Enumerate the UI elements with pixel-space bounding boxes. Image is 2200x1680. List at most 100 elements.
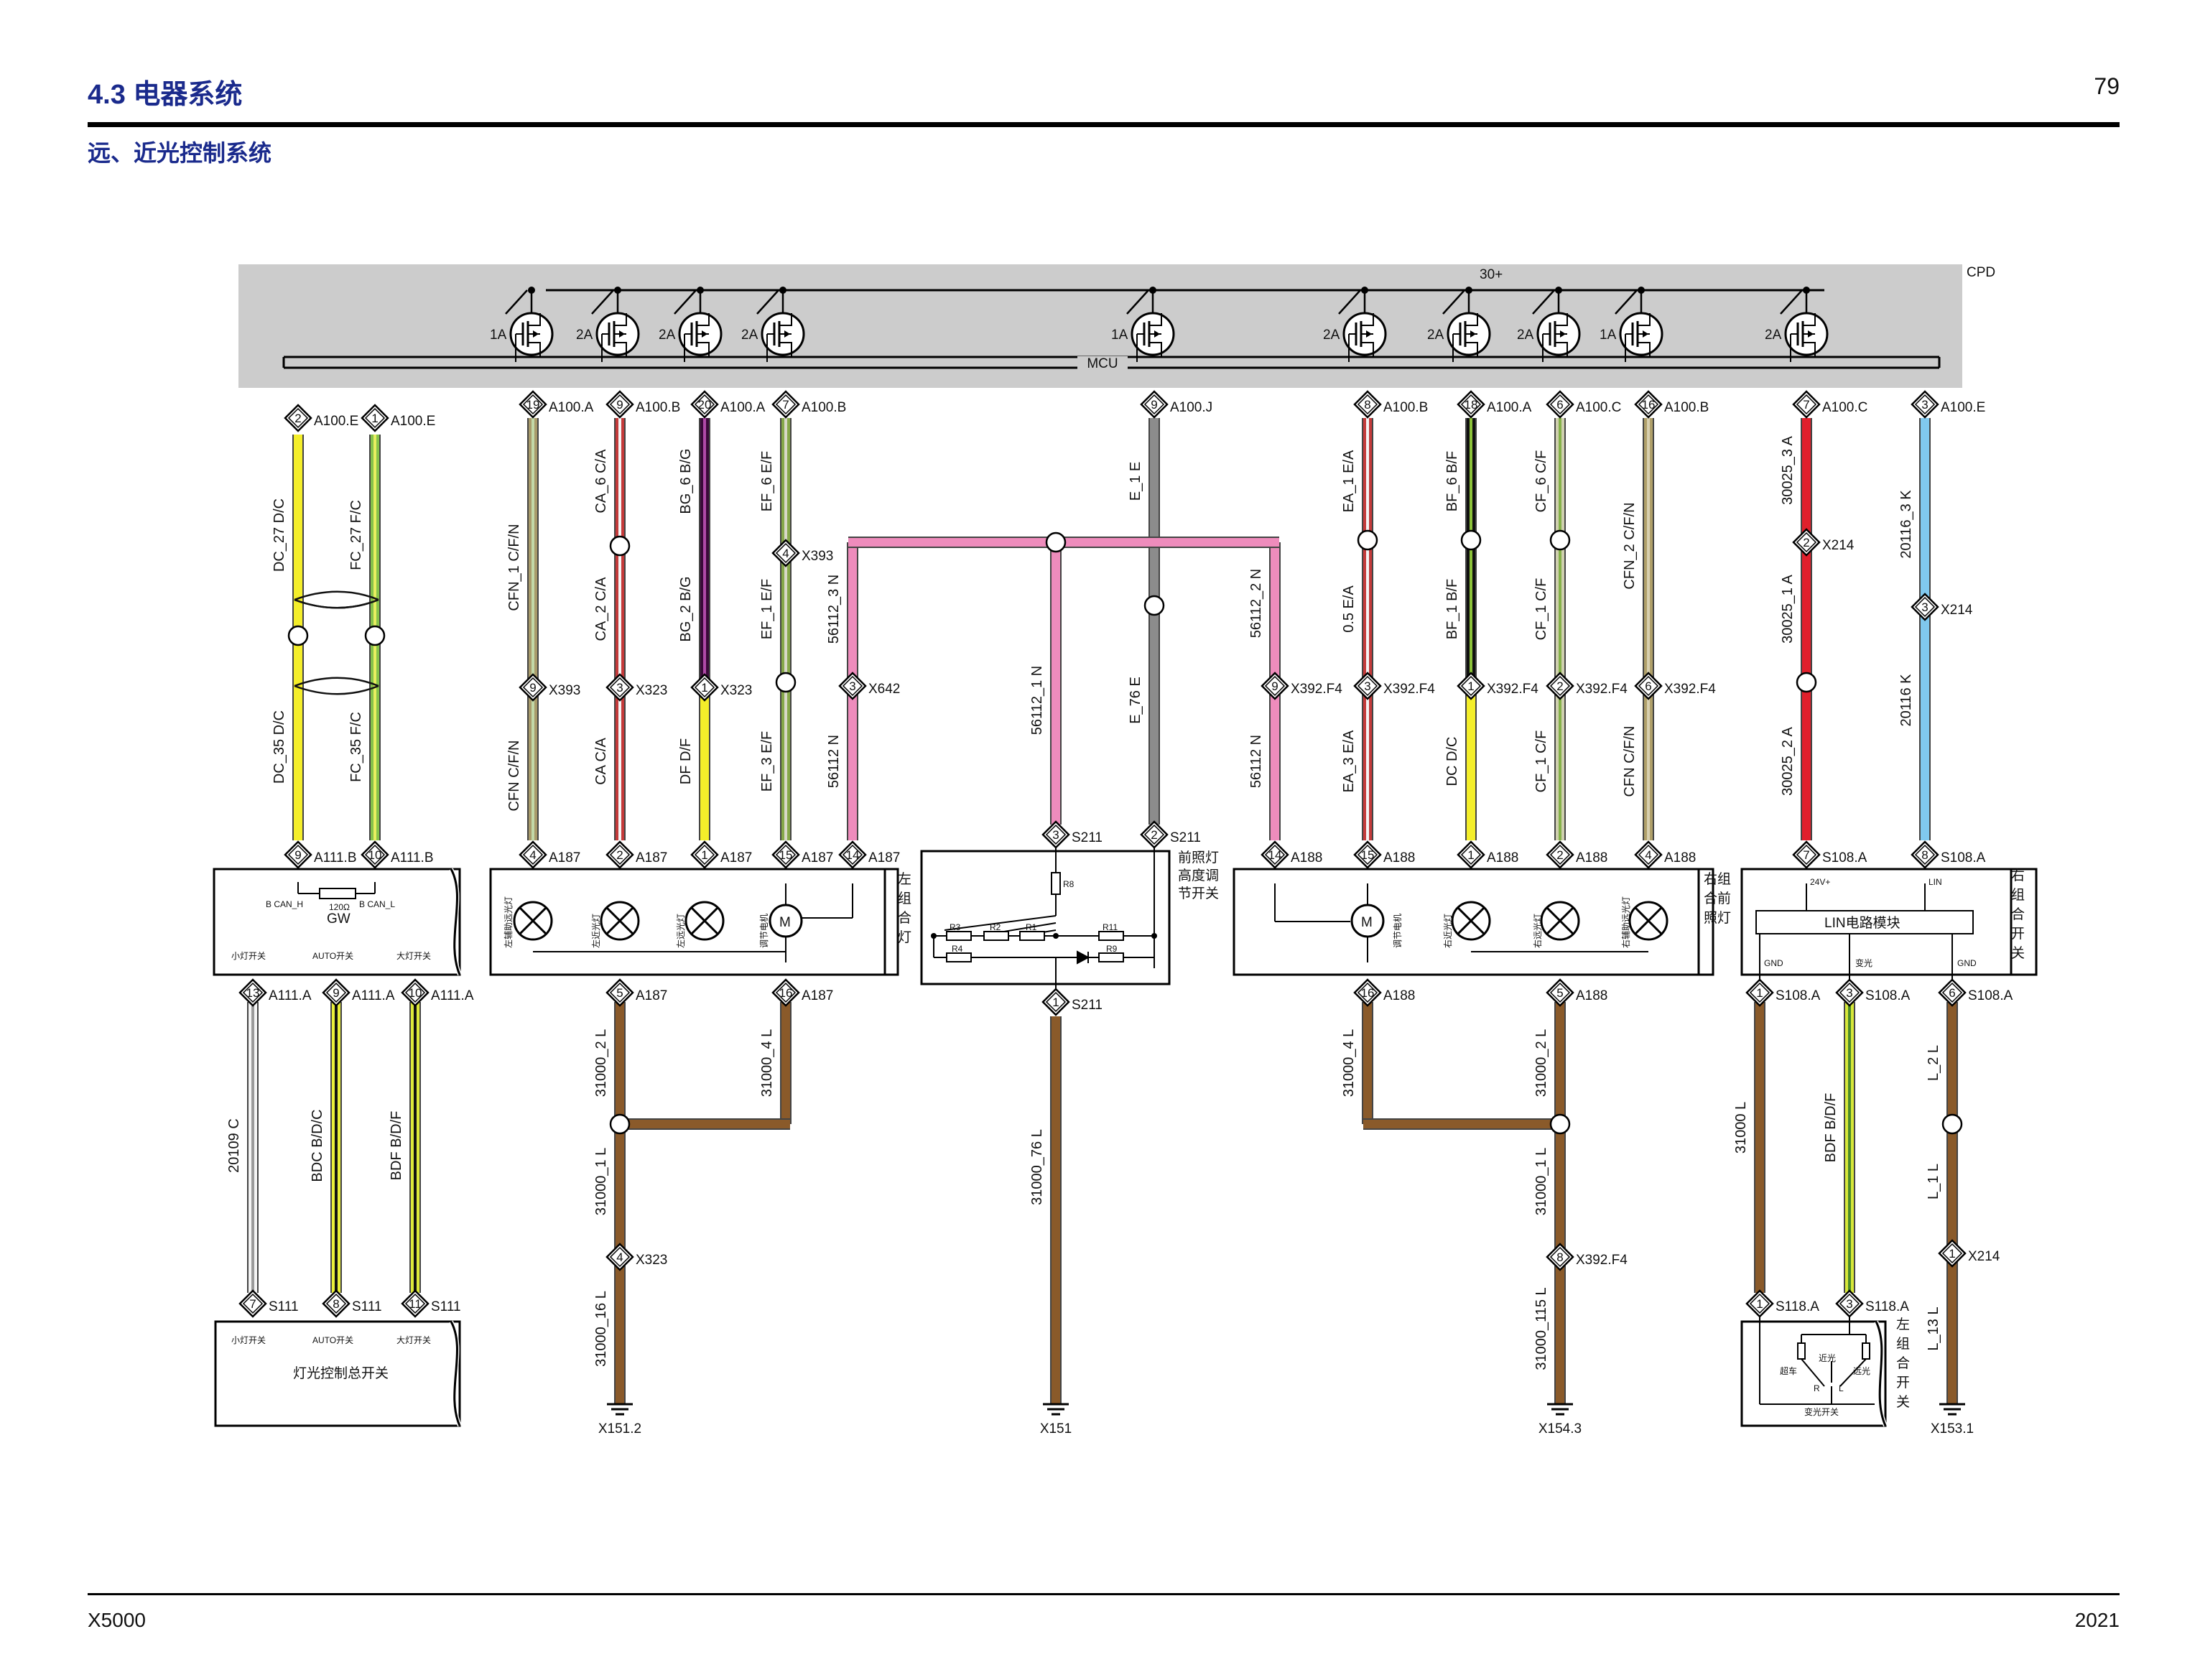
ground-label: X153.1 bbox=[1931, 1421, 1974, 1437]
master-sw-auto: AUTO开关 bbox=[312, 1335, 353, 1345]
wire-label: CF_1 C/F bbox=[1533, 578, 1549, 641]
connector-pin-number: 8 bbox=[1921, 848, 1928, 862]
connector-pin-number: 6 bbox=[1949, 986, 1955, 1000]
wire-label: 30025_3 A bbox=[1780, 436, 1796, 505]
wire: EF_6 E/FEF_1 E/FEF_3 E/F bbox=[759, 418, 792, 840]
gw-can-h: B CAN_H bbox=[266, 899, 303, 909]
connector-pin-number: 8 bbox=[333, 1297, 339, 1311]
level-sw-r4: R4 bbox=[952, 944, 963, 954]
footer-rule bbox=[88, 1593, 2120, 1595]
connector-label: A187 bbox=[802, 988, 833, 1003]
left-lamp-title-3: 合 bbox=[898, 910, 911, 926]
connector-pin-number: 4 bbox=[616, 1250, 623, 1264]
connector-pin-number: 1 bbox=[1467, 679, 1474, 693]
connector-label: A111.A bbox=[352, 988, 395, 1003]
connector-pin-number: 3 bbox=[1846, 986, 1852, 1000]
can-twist-mark bbox=[294, 590, 379, 695]
wire-label: CA_2 C/A bbox=[593, 577, 609, 641]
connector-pin-number: 7 bbox=[1803, 848, 1809, 862]
connector-label: X392.F4 bbox=[1576, 1253, 1628, 1268]
section-title: 4.3 电器系统 bbox=[88, 80, 243, 110]
connector-label: A188 bbox=[1383, 988, 1415, 1003]
connector-label: X392.F4 bbox=[1576, 682, 1628, 697]
connector-pin-number: 1 bbox=[701, 681, 707, 695]
wire-label: L_13 L bbox=[1926, 1307, 1941, 1350]
lamp-icon bbox=[513, 901, 553, 941]
connector-pin-number: 15 bbox=[779, 848, 793, 862]
connector-label: A100.E bbox=[391, 414, 435, 429]
connector-label: S108.A bbox=[1941, 850, 1986, 865]
wire: 31000_76 L bbox=[1029, 1016, 1062, 1404]
light-master-switch: 小灯开关 AUTO开关 大灯开关 灯光控制总开关 bbox=[214, 1320, 462, 1427]
motor-icon: M bbox=[1350, 883, 1385, 962]
lamp-icon bbox=[1451, 901, 1491, 941]
mosfet-switch-icon: 1A bbox=[1600, 287, 1663, 362]
master-switch-title: 灯光控制总开关 bbox=[293, 1365, 389, 1381]
mosfet-switch-icon: 2A bbox=[1517, 287, 1581, 362]
connector-label: A100.E bbox=[314, 414, 358, 429]
connector-pin-number: 4 bbox=[529, 848, 536, 862]
wire-label: FC_35 F/C bbox=[348, 712, 364, 782]
level-sw-r8: R8 bbox=[1063, 879, 1075, 889]
wire: EA_1 E/A0.5 E/AEA_3 E/A bbox=[1341, 418, 1373, 840]
wire-label: CFN_2 C/F/N bbox=[1622, 502, 1638, 589]
connector-label: X392.F4 bbox=[1664, 682, 1716, 697]
connector-label: S118.A bbox=[1776, 1299, 1819, 1314]
connector-pin-number: 9 bbox=[333, 986, 339, 1000]
cpd-label: CPD bbox=[1967, 265, 1995, 280]
wire-label: E_1 E bbox=[1128, 462, 1143, 501]
connector-pin-number: 9 bbox=[529, 681, 536, 695]
wire-label: BF_1 B/F bbox=[1444, 579, 1460, 639]
connector-label: A111.A bbox=[431, 988, 474, 1003]
connector-label: A100.B bbox=[1664, 400, 1709, 415]
left-lamp-label-motor: 调节电机 bbox=[759, 914, 769, 948]
wire: BF_6 B/FBF_1 B/F bbox=[1444, 418, 1477, 682]
right-lamp-title-1: 右组 bbox=[1704, 871, 1731, 887]
level-sw-title-3: 节开关 bbox=[1178, 886, 1219, 901]
mcu-bus-label: MCU bbox=[1087, 356, 1118, 371]
mosfet-rating-label: 2A bbox=[741, 328, 758, 343]
wire-label: EF_3 E/F bbox=[759, 731, 775, 792]
connector-label: A188 bbox=[1664, 850, 1696, 865]
gw-sw-head: 大灯开关 bbox=[396, 951, 431, 961]
wire: CA_6 C/ACA_2 C/ACA C/A bbox=[593, 418, 626, 840]
right-lamp-label-low: 右近光灯 bbox=[1442, 914, 1453, 948]
wire-label: BDC B/D/C bbox=[310, 1109, 325, 1182]
svg-text:M: M bbox=[1361, 915, 1373, 930]
connector-pin-number: 9 bbox=[1151, 398, 1157, 412]
wire: 56112_1 N bbox=[1029, 542, 1062, 825]
wire-label: L_1 L bbox=[1926, 1164, 1941, 1199]
connector-pin-number: 19 bbox=[526, 398, 540, 412]
motor-icon: M bbox=[769, 883, 803, 962]
wire-label: 30025_2 A bbox=[1780, 727, 1796, 796]
wire: 31000 L bbox=[1733, 1002, 1765, 1293]
diagram-subtitle: 远、近光控制系统 bbox=[88, 140, 272, 166]
connector-label: X392.F4 bbox=[1383, 682, 1435, 697]
left-sw-low: 近光 bbox=[1819, 1353, 1836, 1363]
connector-label: A187 bbox=[868, 850, 900, 865]
wire-label: 20109 C bbox=[226, 1118, 242, 1173]
connector-pin-number: 1 bbox=[1949, 1247, 1955, 1261]
level-sw-r3: R3 bbox=[950, 922, 961, 932]
